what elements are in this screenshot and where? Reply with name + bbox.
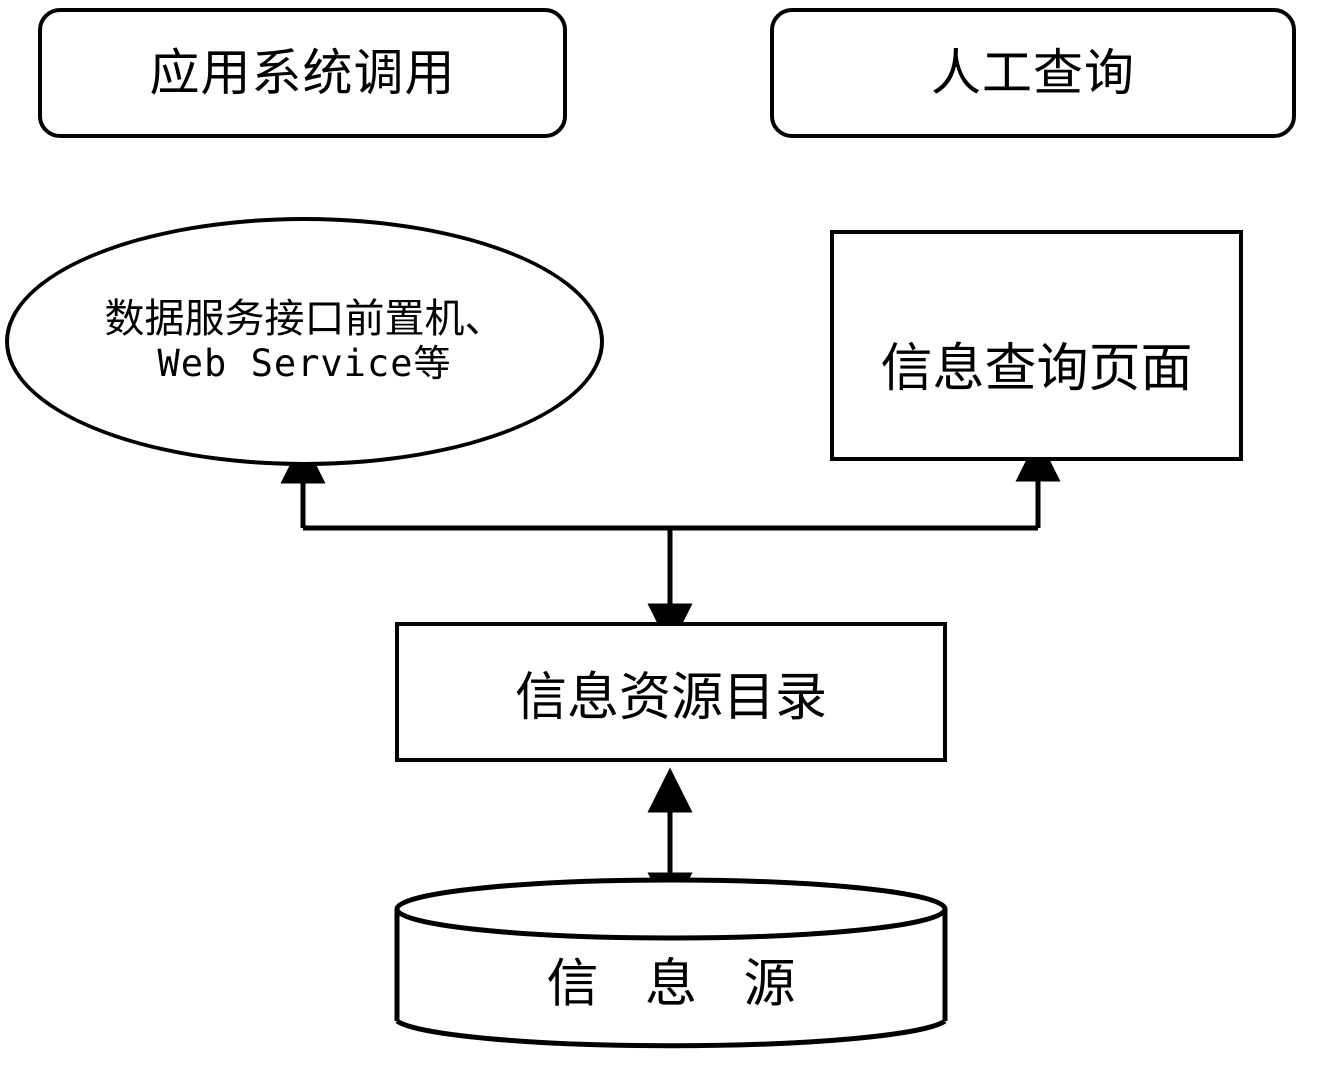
node-info-resource-catalog-label: 信息资源目录 [514, 668, 827, 727]
node-information-source[interactable]: 信 息 源 [394, 877, 948, 1053]
node-data-service-interface[interactable]: 数据服务接口前置机、 Web Service等 [5, 217, 604, 466]
node-info-resource-catalog[interactable]: 信息资源目录 [395, 622, 947, 762]
node-info-query-page[interactable]: 信息查询页面 [830, 230, 1243, 461]
node-app-system-call-label: 应用系统调用 [149, 44, 456, 101]
node-app-system-call[interactable]: 应用系统调用 [38, 8, 567, 138]
cylinder-shape-icon [394, 877, 948, 1049]
node-manual-query-label: 人工查询 [931, 44, 1135, 101]
node-manual-query[interactable]: 人工查询 [770, 8, 1296, 138]
node-data-service-interface-label-line2: Web Service等 [157, 341, 452, 385]
node-data-service-interface-label-line1: 数据服务接口前置机、 [104, 296, 505, 341]
node-info-query-page-label: 信息查询页面 [880, 340, 1193, 398]
node-information-source-label: 信 息 源 [546, 955, 812, 1014]
